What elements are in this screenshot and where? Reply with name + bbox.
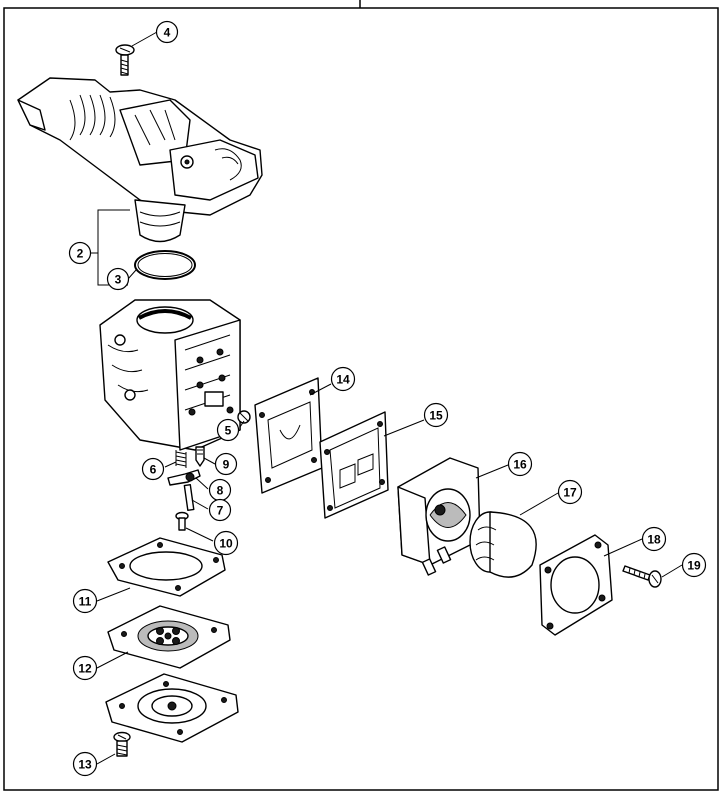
svg-text:18: 18 <box>647 533 661 547</box>
svg-text:19: 19 <box>687 559 701 573</box>
part-14-gasket <box>254 377 323 494</box>
callout-10: 10 <box>213 530 239 556</box>
svg-text:3: 3 <box>115 273 122 287</box>
carburetor-cover-plate <box>105 673 239 743</box>
svg-text:9: 9 <box>223 458 230 472</box>
svg-text:8: 8 <box>217 484 224 498</box>
callout-9: 9 <box>214 452 238 476</box>
part-5-plug <box>237 410 251 424</box>
callout-13: 13 <box>72 751 98 777</box>
callout-6: 6 <box>141 457 165 481</box>
svg-text:17: 17 <box>563 486 577 500</box>
svg-text:6: 6 <box>150 463 157 477</box>
svg-text:16: 16 <box>513 458 527 472</box>
part-9-needle <box>195 446 205 467</box>
part-11-gasket <box>107 537 226 597</box>
leader-lines <box>90 31 683 765</box>
svg-text:13: 13 <box>78 758 92 772</box>
svg-text:14: 14 <box>336 373 350 387</box>
carburetor-body <box>99 299 241 451</box>
part-17-primer-bulb <box>469 511 537 578</box>
callout-4: 4 <box>155 20 179 44</box>
callout-18: 18 <box>641 526 667 552</box>
part-7-pin <box>183 483 195 511</box>
callout-5: 5 <box>216 418 240 442</box>
svg-text:7: 7 <box>217 504 224 518</box>
callout-14: 14 <box>330 366 356 392</box>
part-12-diaphragm <box>107 605 231 669</box>
svg-text:12: 12 <box>78 662 92 676</box>
part-6-spring <box>175 450 187 468</box>
callout-15: 15 <box>423 402 449 428</box>
callout-7: 7 <box>208 498 232 522</box>
part-2-upper-body <box>17 77 263 243</box>
svg-text:2: 2 <box>77 247 84 261</box>
callout-12: 12 <box>72 655 98 681</box>
svg-text:5: 5 <box>225 424 232 438</box>
part-4-screw <box>115 44 135 76</box>
svg-text:11: 11 <box>79 595 92 609</box>
diagram-border <box>3 7 719 791</box>
svg-text:4: 4 <box>164 26 171 40</box>
part-18-retainer-plate <box>539 534 613 636</box>
part-3-o-ring <box>134 250 196 280</box>
part-16-pump-body <box>397 457 481 576</box>
callouts: 4 2 3 5 6 9 8 7 10 11 12 13 14 15 16 17 … <box>68 20 707 777</box>
svg-text:10: 10 <box>219 537 233 551</box>
part-15-gasket <box>319 411 389 519</box>
part-13-screw <box>113 731 131 757</box>
part-19-screw <box>622 565 662 588</box>
callout-2: 2 <box>68 241 92 265</box>
callout-17: 17 <box>557 479 583 505</box>
callout-16: 16 <box>507 451 533 477</box>
svg-text:15: 15 <box>429 409 443 423</box>
part-10-screw <box>175 511 189 531</box>
callout-11: 11 <box>72 588 98 614</box>
callout-8: 8 <box>208 478 232 502</box>
callout-3: 3 <box>106 267 130 291</box>
part-8-lever <box>167 469 201 486</box>
callout-19: 19 <box>681 552 707 578</box>
